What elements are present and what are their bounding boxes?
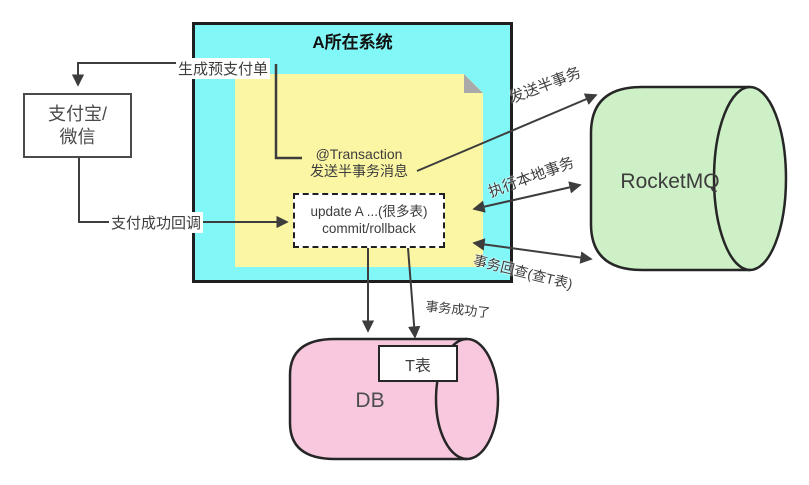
- transaction-annotation: @Transaction: [315, 146, 403, 162]
- db-label: DB: [355, 389, 385, 412]
- commit-rollback: commit/rollback: [322, 220, 416, 236]
- payment-provider-box[interactable]: 支付宝/ 微信: [23, 93, 132, 158]
- label-tx-success: 事务成功了: [424, 298, 492, 321]
- local-transaction-box[interactable]: update A ...(很多表) commit/rollback: [293, 193, 445, 248]
- t-table-label: T表: [405, 357, 431, 375]
- label-pay-callback: 支付成功回调: [109, 212, 204, 233]
- arrow-create-prepay[interactable]: [71, 62, 177, 87]
- payment-provider-line2: 微信: [59, 126, 96, 147]
- update-statement: update A ...(很多表): [310, 203, 428, 219]
- payment-provider-line1: 支付宝/: [47, 104, 107, 124]
- rocketmq-label: RocketMQ: [620, 170, 720, 193]
- t-table-box[interactable]: T表: [378, 345, 458, 382]
- label-create-prepay: 生成预支付单: [176, 58, 271, 79]
- system-a-title: A所在系统: [312, 33, 393, 52]
- transaction-note-text: @Transaction 发送半事务消息: [235, 146, 483, 179]
- send-half-message-text: 发送半事务消息: [310, 162, 408, 179]
